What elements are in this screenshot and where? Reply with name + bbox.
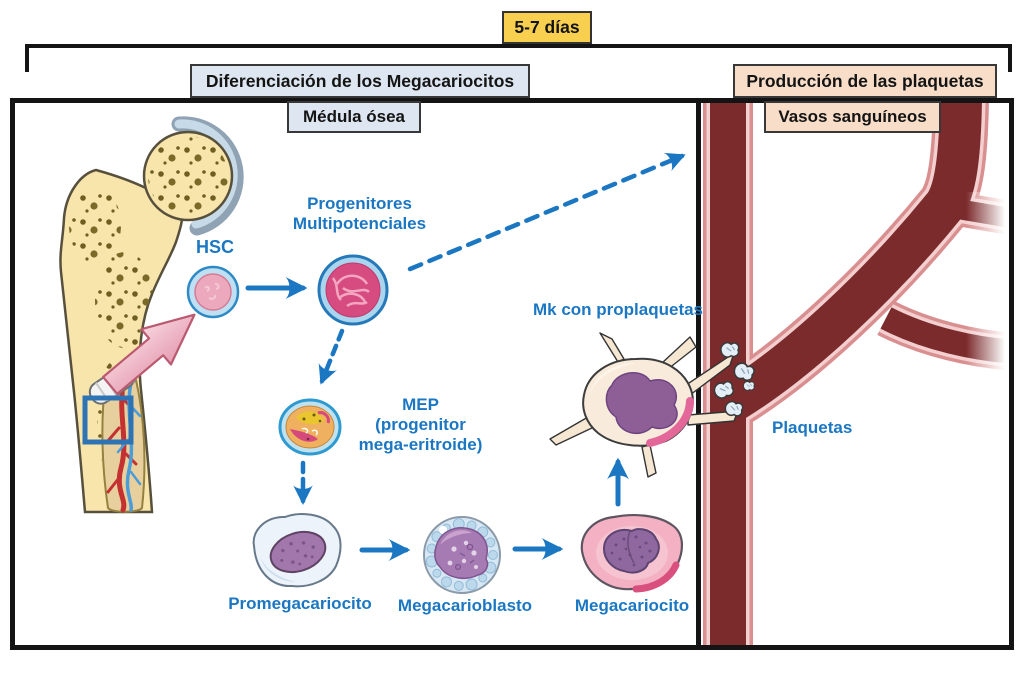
differentiation-header: Diferenciación de los Megacariocitos (190, 64, 530, 98)
vessel-fade-bottom (966, 326, 1009, 376)
differentiation-title: Diferenciación de los Megacariocitos (205, 70, 515, 91)
megakaryocyte-cell (580, 514, 684, 593)
platelets-label: Plaquetas (772, 418, 853, 437)
hsc-label: HSC (195, 237, 234, 257)
promegakaryocyte-label: Promegacariocito (228, 594, 372, 613)
bone-illustration (59, 116, 244, 514)
production-header: Producción de las plaquetas (733, 64, 997, 98)
platelet (742, 381, 755, 391)
hsc-cell (186, 265, 240, 319)
duration-badge: 5-7 días (502, 11, 592, 44)
highlight-box (82, 395, 134, 445)
mep-label: MEP (progenitor mega-eritroide) (358, 395, 483, 454)
platelet (719, 341, 740, 358)
bone-marrow-label-box: Médula ósea (287, 101, 421, 133)
blood-vessels-label: Vasos sanguíneos (778, 107, 927, 126)
arrow-progenitor-to-mep (318, 328, 345, 385)
section-divider (696, 98, 701, 650)
timeline-bracket-left-leg (25, 44, 29, 72)
blood-vessels-label-box: Vasos sanguíneos (764, 101, 941, 133)
timeline-bracket-line (25, 44, 1012, 48)
progenitor-label: Progenitores Multipotenciales (292, 194, 427, 233)
duration-label: 5-7 días (514, 17, 580, 37)
mk-proplatelets-cell (549, 332, 739, 478)
blood-vessel-network (703, 103, 1009, 645)
production-title: Producción de las plaquetas (746, 70, 984, 91)
megakaryocyte-label: Megacariocito (574, 596, 690, 615)
promegakaryocyte-cell (252, 513, 342, 588)
bone-marrow-label: Médula ósea (302, 107, 406, 126)
progenitor-cell (317, 254, 389, 326)
mk-proplatelets-label: Mk con proplaquetas (532, 300, 704, 319)
extraction-arrow (101, 313, 196, 395)
arrow-progenitor-to-vessel (407, 152, 686, 272)
mep-cell (278, 398, 342, 456)
megakaryoblast-cell (423, 516, 501, 594)
proplatelet-extension (641, 444, 657, 478)
vessel-fade-top (966, 192, 1009, 238)
timeline-bracket-right-leg (1008, 44, 1012, 72)
proplatelet-extension (599, 332, 625, 363)
megakaryoblast-label: Megacarioblasto (397, 596, 533, 615)
